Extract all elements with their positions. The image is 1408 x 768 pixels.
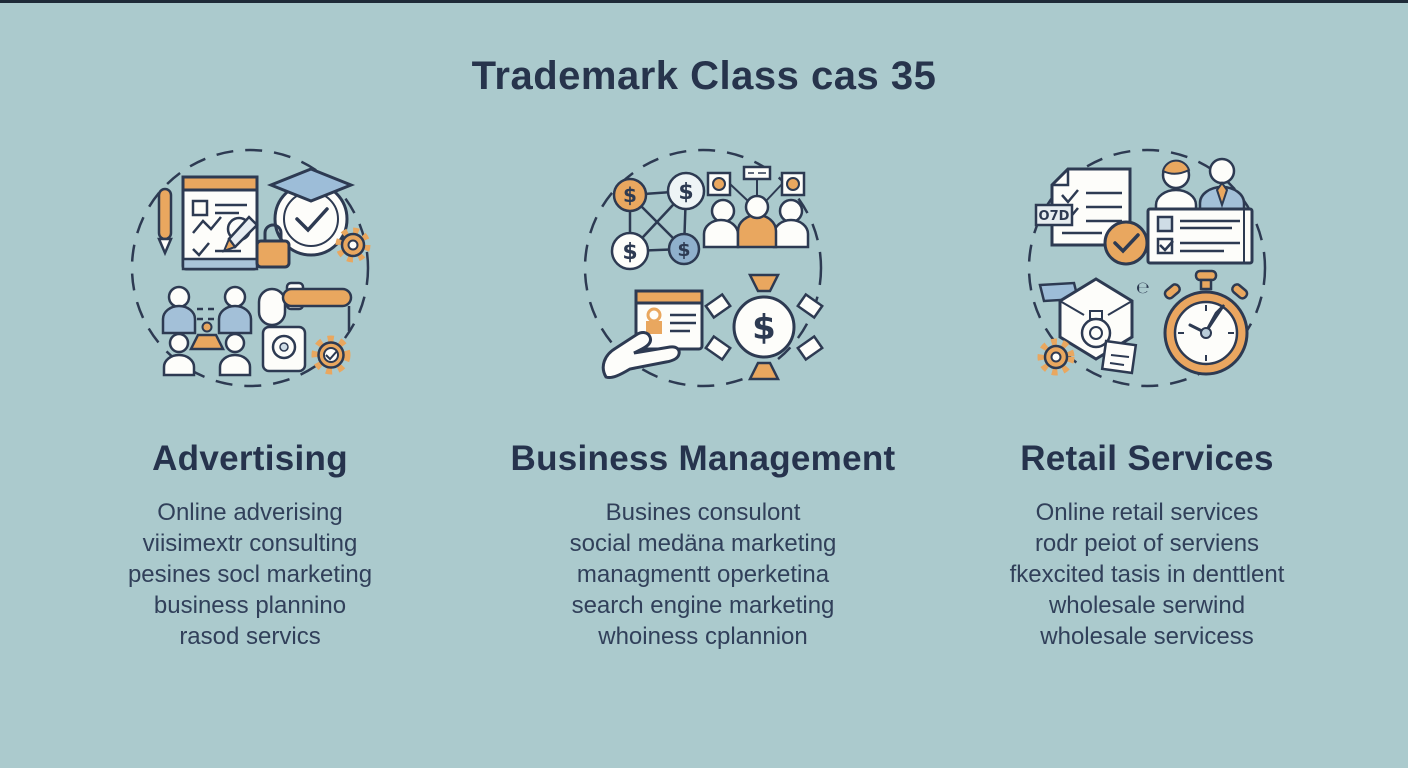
- camera-gear-icon: [257, 281, 353, 375]
- heading-retail-services: Retail Services: [1020, 439, 1274, 478]
- hair-icon: [1161, 159, 1191, 175]
- list-item: managmentt operketina: [576, 561, 830, 588]
- heading-business-management: Business Management: [510, 439, 896, 478]
- stand-icon: [201, 321, 213, 333]
- list-item: business plannino: [153, 592, 347, 619]
- stopwatch-icon: [1163, 269, 1249, 376]
- dashed-circle: [583, 148, 823, 388]
- tie-icon: [1215, 181, 1229, 209]
- gear-icon: [335, 227, 371, 263]
- advertising-icons-svg: [130, 148, 371, 388]
- advertising-service-list: Online adverising viisimextr consulting …: [128, 497, 372, 652]
- list-item: viisimextr consulting: [142, 530, 358, 557]
- list-item: Online retail services: [1035, 499, 1259, 526]
- business-management-icon-cluster: $ $ $ $: [578, 143, 828, 393]
- page-title: Trademark Class cas 35: [471, 54, 937, 98]
- dollar-network-icon: $ $ $ $: [610, 171, 706, 271]
- dollar-glyph: $: [752, 308, 776, 348]
- heading-advertising: Advertising: [152, 439, 348, 478]
- gear-check-icon: [311, 335, 351, 375]
- padlock-icon: [263, 223, 283, 241]
- team-meeting-icon: [161, 285, 253, 377]
- stamp-label-icon: [1034, 203, 1074, 227]
- hand-icon: [601, 331, 681, 379]
- list-item: fkexcited tasis in denttlent: [1009, 561, 1285, 588]
- list-item: Busines consulont: [605, 499, 801, 526]
- dollar-glyph: $: [623, 183, 637, 207]
- leader-person-icon: [736, 213, 778, 249]
- dashed-circle: [130, 148, 370, 388]
- list-item: wholesale serwind: [1048, 592, 1246, 619]
- retail-services-icons-svg: O7D: [1027, 148, 1267, 388]
- clipboard-checklist-icon: [157, 175, 259, 271]
- business-management-icons-svg: $ $ $ $: [583, 148, 824, 388]
- checkbox-checked-icon: [1156, 237, 1174, 255]
- checklist-document-icon: O7D: [1034, 167, 1149, 266]
- list-item: whoiness cplannion: [598, 623, 808, 650]
- column-advertising: Advertising Online adverising viisimextr…: [20, 143, 480, 652]
- staff-form-icon: [1146, 157, 1254, 265]
- hexagon-camera-icon: ℮: [1037, 277, 1150, 376]
- estimated-mark-glyph: ℮: [1136, 278, 1150, 297]
- list-item: rodr peiot of serviens: [1034, 530, 1260, 557]
- top-edge-line: [0, 0, 1408, 3]
- hand-card-icon: [601, 289, 704, 379]
- advertising-icon-cluster: [125, 143, 375, 393]
- monitor-icon: [742, 165, 772, 181]
- retail-services-service-list: Online retail services rodr peiot of ser…: [1010, 497, 1285, 652]
- approval-check-icon: [1103, 220, 1149, 266]
- team-leader-icon: [702, 165, 810, 249]
- dollar-glyph: $: [678, 180, 693, 205]
- dashed-circle: [1027, 148, 1267, 388]
- gear-icon: [1037, 338, 1075, 376]
- retail-services-icon-cluster: O7D: [1022, 143, 1272, 393]
- list-item: social medäna marketing: [569, 530, 837, 557]
- column-business-management: $ $ $ $: [473, 143, 933, 652]
- list-item: search engine marketing: [571, 592, 835, 619]
- note-paper-icon: [1100, 339, 1138, 375]
- dollar-glyph: $: [622, 240, 637, 265]
- graduation-cap-icon: [266, 167, 356, 203]
- graduation-badge-icon: [255, 167, 371, 269]
- dollar-glyph: $: [677, 239, 690, 261]
- checkbox-icon: [1156, 215, 1174, 233]
- stamp-label-text: O7D: [1039, 209, 1070, 224]
- list-item: Online adverising: [157, 499, 343, 526]
- list-item: wholesale servicess: [1040, 623, 1254, 650]
- list-item: rasod servics: [179, 623, 321, 650]
- watch-hand-icon: [1202, 304, 1226, 336]
- column-retail-services: O7D: [917, 143, 1377, 652]
- list-item: pesines socl marketing: [127, 561, 373, 588]
- pen-icon: [157, 187, 173, 241]
- business-management-service-list: Busines consulont social medäna marketin…: [570, 497, 837, 652]
- dollar-burst-icon: $: [704, 273, 824, 381]
